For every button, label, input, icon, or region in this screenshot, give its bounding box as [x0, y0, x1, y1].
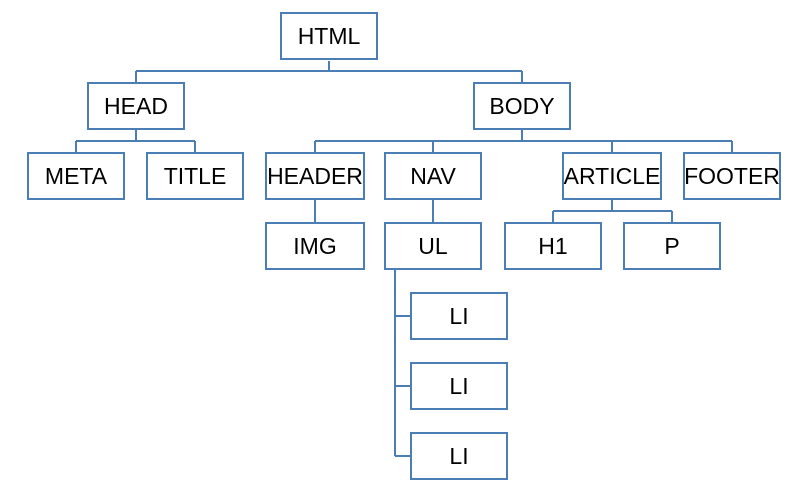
node-footer: FOOTER: [683, 152, 781, 200]
node-body: BODY: [473, 82, 571, 130]
node-ul: UL: [384, 222, 482, 270]
node-p: P: [623, 222, 721, 270]
node-header: HEADER: [265, 152, 365, 200]
node-h1: H1: [504, 222, 602, 270]
edge-article-children: [552, 200, 673, 222]
node-title: TITLE: [146, 152, 244, 200]
node-article: ARTICLE: [562, 152, 662, 200]
node-li-3: LI: [410, 432, 508, 480]
edge-body-children: [314, 130, 733, 152]
node-img: IMG: [265, 222, 365, 270]
edge-ul-children: [394, 270, 410, 457]
edge-html-children: [135, 61, 523, 82]
node-html: HTML: [280, 12, 378, 60]
node-nav: NAV: [384, 152, 482, 200]
node-li-2: LI: [410, 362, 508, 410]
node-head: HEAD: [87, 82, 185, 130]
node-meta: META: [27, 152, 125, 200]
node-li-1: LI: [410, 292, 508, 340]
edge-head-children: [75, 130, 196, 152]
